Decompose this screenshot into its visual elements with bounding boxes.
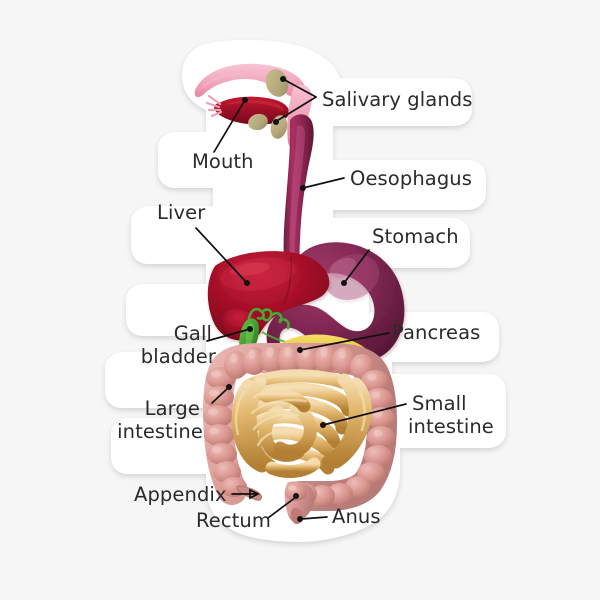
label-rectum: Rectum (196, 509, 271, 532)
label-stomach: Stomach (372, 225, 459, 248)
oesophagus-highlight (289, 125, 305, 274)
leader-oesophagus (300, 177, 345, 191)
leader-rectum (267, 493, 299, 519)
leader-small-intestine (320, 403, 407, 428)
leader-salivary-glands (273, 76, 317, 125)
liver-falciform-groove (283, 255, 293, 305)
bile-duct (247, 307, 290, 330)
oesophagus-organ (283, 114, 314, 278)
leader-anus (297, 516, 328, 522)
stomach-specular (329, 257, 357, 279)
leader-mouth (213, 97, 248, 153)
lip-structure (205, 94, 223, 118)
oesophagus-tube (283, 114, 314, 278)
leader-appendix (231, 488, 260, 500)
small-intestine-loop-8 (321, 373, 362, 469)
label-gall-bladder-line1: Gall (174, 322, 212, 345)
tongue-highlight (226, 100, 284, 111)
label-large-intestine: Large intestine (117, 397, 203, 443)
label-large-intestine-line2: intestine (117, 420, 203, 443)
labels-group: Salivary glands Mouth Oesophagus Liver S… (117, 88, 494, 532)
leader-gall-bladder (206, 326, 253, 342)
small-intestine-loop-14 (265, 457, 321, 478)
label-oesophagus: Oesophagus (350, 167, 472, 190)
small-intestine-organ (231, 369, 372, 478)
label-small-intestine-line1: Small (412, 392, 467, 415)
label-anus: Anus (332, 505, 381, 528)
rectum-highlight (288, 485, 296, 491)
label-small-intestine: Small intestine (408, 392, 494, 438)
label-gall-bladder-line2: bladder (141, 345, 217, 368)
label-large-intestine-line1: Large (145, 397, 200, 420)
small-intestine-loop-13 (259, 387, 311, 413)
leader-lines (195, 76, 407, 522)
leader-pancreas (297, 332, 390, 353)
colon-highlights (208, 347, 383, 454)
label-gall-bladder: Gall bladder (141, 322, 217, 368)
label-appendix: Appendix (134, 483, 227, 506)
label-pancreas: Pancreas (392, 321, 480, 344)
leader-liver (195, 227, 250, 286)
label-salivary-glands: Salivary glands (322, 88, 473, 111)
label-liver: Liver (157, 201, 206, 224)
leader-large-intestine (211, 384, 232, 404)
label-small-intestine-line2: intestine (408, 415, 494, 438)
label-mouth: Mouth (192, 150, 254, 173)
leader-stomach (341, 249, 370, 286)
small-intestine-loop-12 (273, 401, 317, 458)
salivary-gland-lower-left (248, 113, 268, 131)
small-intestine-highlights (234, 372, 366, 447)
liver-specular (230, 262, 270, 276)
